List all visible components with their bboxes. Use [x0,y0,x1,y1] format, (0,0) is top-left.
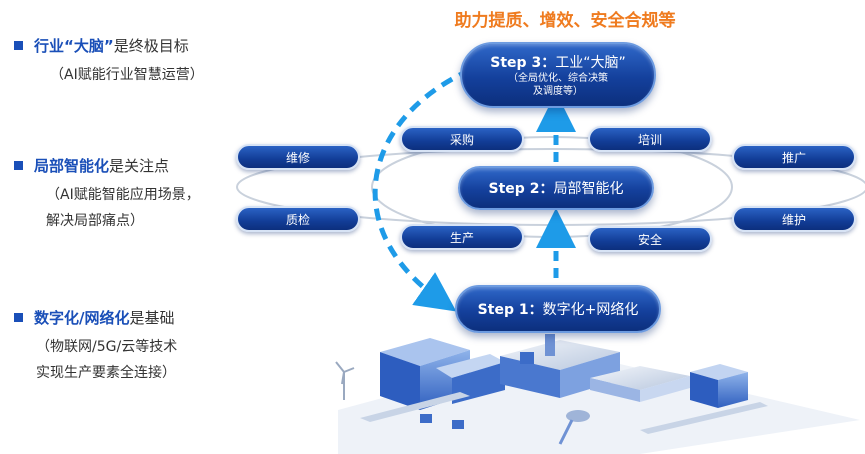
capsule-tuiguang: 推广 [732,144,856,170]
bullet-2-highlight: 局部智能化 [34,157,110,175]
capsule-peixun: 培训 [588,126,712,152]
capsule-zhijian: 质检 [236,206,360,232]
step-1-prefix: Step 1： [477,302,543,318]
step-3-sub-line-1: （全局优化、综合决策 [508,73,608,84]
bullet-3-rest: 是基础 [129,309,175,327]
capsule-caigou: 采购 [400,126,524,152]
step-3-title: 工业“大脑” [555,55,626,71]
bullet-3-highlight: 数字化/网络化 [34,309,130,327]
step-3-prefix: Step 3： [490,55,556,71]
dashed-curve-arrow [372,67,472,312]
capsule-shengchan: 生产 [400,224,524,250]
step-2-pill: Step 2：局部智能化 [458,166,654,210]
bullet-1-heading: 行业“大脑”是终极目标 [34,35,189,56]
bullet-2-heading: 局部智能化是关注点 [34,155,169,176]
step-3-sub-line-2: 及调度等） [533,86,583,97]
bullet-2-sub-line-1: （AI赋能智能应用场景， [46,187,200,203]
step-3-main-label: Step 3：工业“大脑” [490,52,625,72]
step-1-main-label: Step 1：数字化+网络化 [478,299,639,319]
step-3-pill: Step 3：工业“大脑” （全局优化、综合决策 及调度等） [460,42,656,108]
step-1-pill: Step 1：数字化+网络化 [455,285,661,333]
step-2-title: 局部智能化 [553,181,624,197]
bullet-1-highlight: 行业“大脑” [34,37,114,55]
step-2-main-label: Step 2：局部智能化 [489,178,624,198]
bullet-2-sub-line-2: 解决局部痛点） [46,213,144,229]
bullet-1-sub-line-1: （AI赋能行业智慧运营） [50,67,204,83]
step-2-prefix: Step 2： [488,181,554,197]
step-1-title: 数字化+网络化 [542,302,639,318]
capsule-weixiu: 维修 [236,144,360,170]
bullet-marker [14,161,23,170]
bullet-marker [14,41,23,50]
headline: 助力提质、增效、安全合规等 [454,11,676,31]
bullet-1-rest: 是终极目标 [113,37,189,55]
capsule-anquan: 安全 [588,226,712,252]
bullet-marker [14,313,23,322]
bullet-3-sub-line-2: 实现生产要素全连接） [36,365,176,381]
bullet-3-heading: 数字化/网络化是基础 [34,307,175,328]
capsule-weihu: 维护 [732,206,856,232]
bullet-3-sub-line-1: （物联网/5G/云等技术 [36,339,178,355]
bullet-2-rest: 是关注点 [109,157,170,175]
factory-illustration [335,334,860,454]
